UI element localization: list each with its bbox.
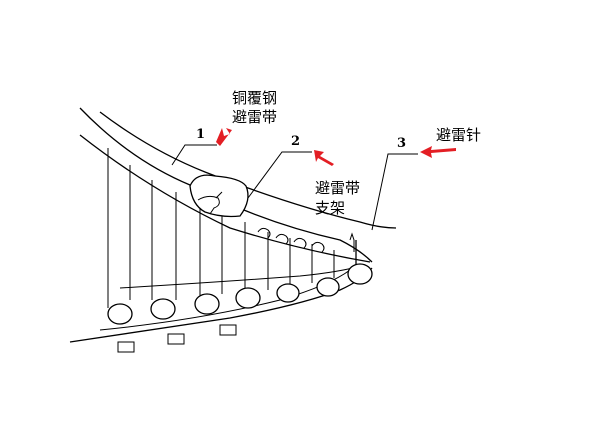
- roof-rafters: [108, 148, 334, 308]
- label-lightning-strip: 避雷带: [232, 108, 277, 126]
- callout-number-3: 3: [397, 136, 406, 151]
- leader-line-1: [172, 145, 217, 165]
- leader-line-3: [372, 154, 418, 230]
- callout-number-2: 2: [291, 134, 300, 149]
- beam-ends: [108, 264, 372, 324]
- red-arrow-1: [216, 128, 232, 146]
- callout-number-1: 1: [196, 127, 205, 142]
- eave-brackets: [118, 325, 236, 352]
- red-arrow-2: [314, 150, 334, 166]
- label-lightning-rod: 避雷针: [436, 126, 481, 144]
- label-strip-support-2: 支架: [315, 199, 345, 217]
- roof-ridge-inner: [100, 112, 396, 228]
- label-copper-clad-steel: 铜覆钢: [232, 89, 277, 107]
- ridge-beast-ornament: [190, 175, 248, 216]
- label-strip-support-1: 避雷带: [315, 179, 360, 197]
- red-arrow-3: [420, 146, 456, 158]
